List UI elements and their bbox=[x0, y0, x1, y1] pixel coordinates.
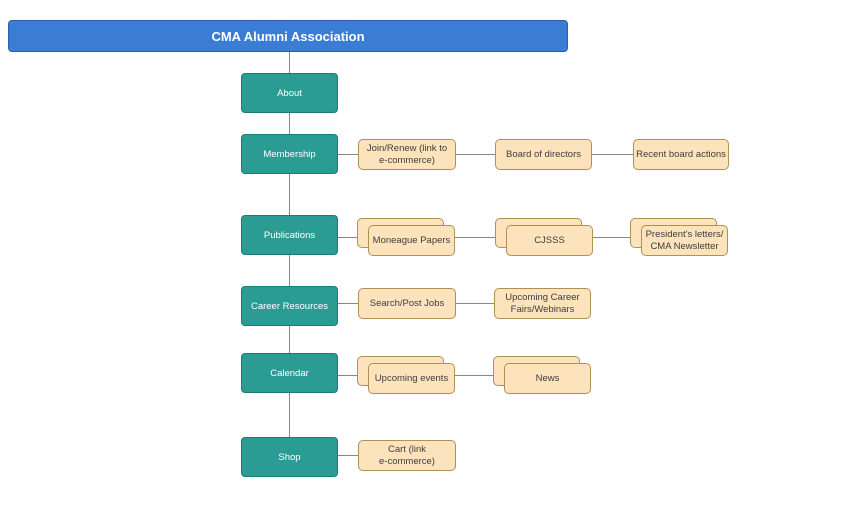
child-node-join-renew: Join/Renew (link to e-commerce) bbox=[358, 139, 456, 170]
section-label: About bbox=[277, 87, 302, 99]
child-node-news: News bbox=[493, 356, 591, 394]
stack-front-card: President's letters/ CMA Newsletter bbox=[641, 225, 728, 256]
root-node-label: CMA Alumni Association bbox=[211, 28, 365, 44]
child-node-moneague-papers: Moneague Papers bbox=[357, 218, 455, 256]
stack-front-card: CJSSS bbox=[506, 225, 593, 256]
child-node-search-post-jobs: Search/Post Jobs bbox=[358, 288, 456, 319]
child-node-cjsss: CJSSS bbox=[495, 218, 593, 256]
child-node-upcoming-events: Upcoming events bbox=[357, 356, 455, 394]
section-node-membership: Membership bbox=[241, 134, 338, 174]
child-node-career-fairs-webinars: Upcoming Career Fairs/Webinars bbox=[494, 288, 591, 319]
stack-front-card: News bbox=[504, 363, 591, 394]
section-label: Calendar bbox=[270, 367, 309, 379]
section-node-career-resources: Career Resources bbox=[241, 286, 338, 326]
stack-front-card: Moneague Papers bbox=[368, 225, 455, 256]
section-label: Shop bbox=[278, 451, 301, 463]
root-node: CMA Alumni Association bbox=[8, 20, 568, 52]
section-node-about: About bbox=[241, 73, 338, 113]
section-label: Membership bbox=[263, 148, 316, 160]
section-label: Career Resources bbox=[250, 300, 329, 312]
child-node-recent-board-actions: Recent board actions bbox=[633, 139, 729, 170]
stack-front-card: Upcoming events bbox=[368, 363, 455, 394]
section-node-publications: Publications bbox=[241, 215, 338, 255]
child-node-cart: Cart (link e-commerce) bbox=[358, 440, 456, 471]
section-node-calendar: Calendar bbox=[241, 353, 338, 393]
section-label: Publications bbox=[263, 229, 316, 241]
child-node-board-of-directors: Board of directors bbox=[495, 139, 592, 170]
child-node-presidents-letters: President's letters/ CMA Newsletter bbox=[630, 218, 728, 256]
section-node-shop: Shop bbox=[241, 437, 338, 477]
